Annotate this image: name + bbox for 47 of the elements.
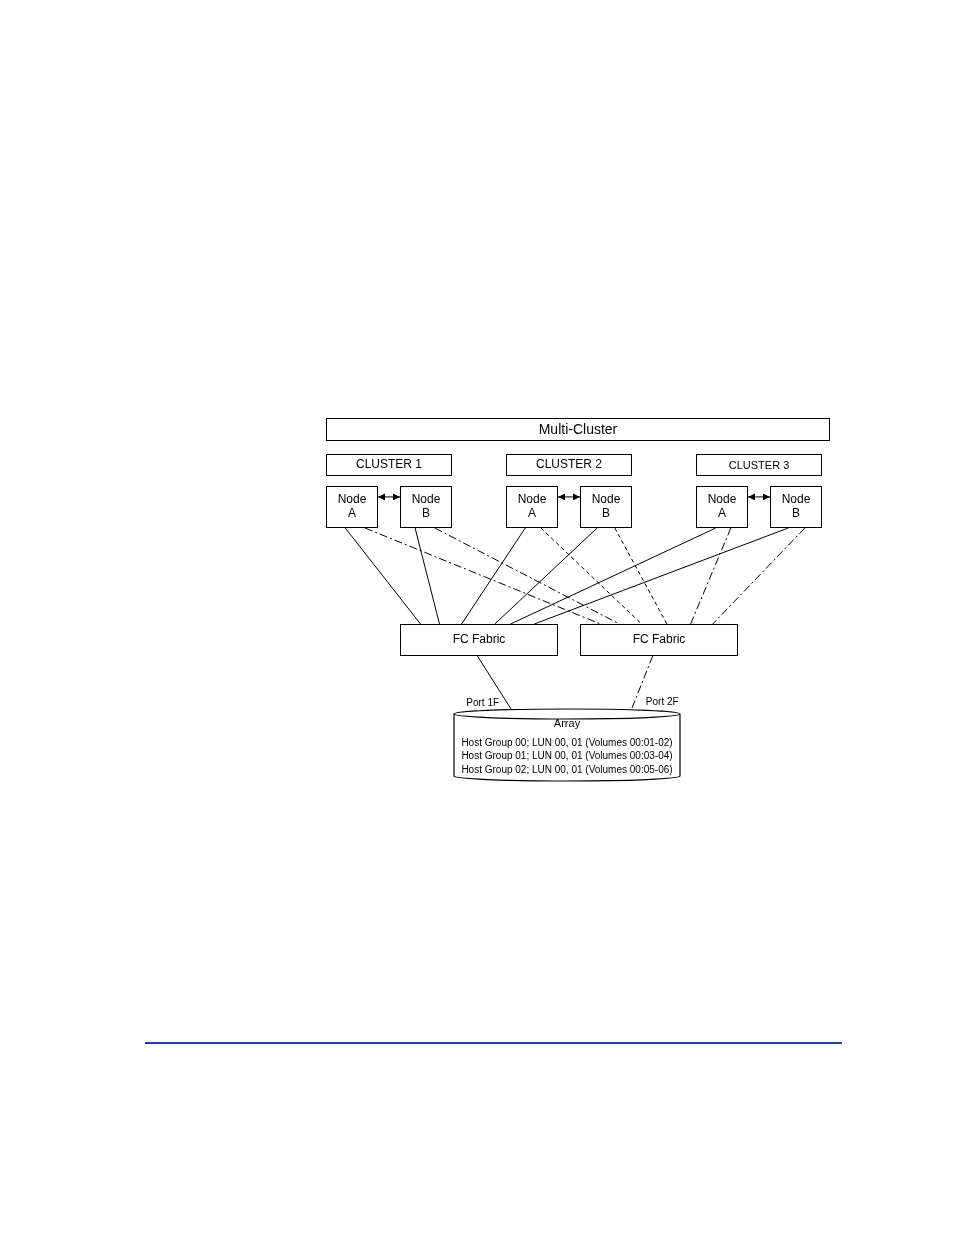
banner-box	[326, 418, 830, 441]
node-label: Node A	[707, 493, 737, 521]
double-arrow	[377, 493, 401, 501]
edge-label: Port 2F	[644, 696, 680, 707]
server-box	[696, 486, 748, 528]
edge-label: Port 1F	[465, 697, 501, 708]
node-label: Node A	[517, 493, 547, 521]
double-arrow	[747, 493, 771, 501]
connector-line	[344, 527, 422, 625]
connector-line	[476, 655, 513, 712]
storage-cylinder	[453, 708, 681, 782]
connector-line	[533, 527, 789, 625]
connector-line	[690, 527, 732, 625]
node-label: Node B	[781, 493, 811, 521]
server-box	[400, 486, 452, 528]
node-label: Node A	[337, 493, 367, 521]
server-box	[770, 486, 822, 528]
connector-line	[494, 527, 598, 625]
storage-title: Array	[553, 717, 581, 730]
host-group-text: Host Group 00; LUN 00, 01 (Volumes 00:01-02)	[461, 735, 673, 750]
connector-line	[712, 527, 806, 625]
server-box	[580, 486, 632, 528]
cluster-box	[506, 454, 632, 476]
connector-line	[364, 527, 602, 625]
node-label: CLUSTER 3	[728, 458, 790, 472]
connector-line	[614, 527, 668, 625]
host-group-text: Host Group 02; LUN 00, 01 (Volumes 00:05-06)	[461, 762, 673, 777]
node-label: CLUSTER 2	[536, 458, 602, 472]
server-box	[326, 486, 378, 528]
node-label: FC Fabric	[452, 633, 506, 647]
fabric-box	[400, 624, 558, 656]
server-box	[506, 486, 558, 528]
double-arrow	[557, 493, 581, 501]
host-group-text: Host Group 01; LUN 00, 01 (Volumes 00:03-04)	[461, 749, 673, 763]
connector-line	[540, 527, 643, 625]
connector-line	[414, 527, 440, 625]
connector-line	[510, 527, 717, 625]
node-label: Multi-Cluster	[538, 421, 618, 438]
cluster-box	[326, 454, 452, 476]
node-label: FC Fabric	[632, 633, 686, 647]
node-label: Node B	[411, 493, 441, 521]
connector-line	[434, 527, 620, 625]
cluster-box	[696, 454, 822, 476]
node-label: CLUSTER 1	[356, 458, 422, 472]
fabric-box	[580, 624, 738, 656]
node-label: Node B	[591, 493, 621, 521]
connector-line	[461, 527, 526, 625]
